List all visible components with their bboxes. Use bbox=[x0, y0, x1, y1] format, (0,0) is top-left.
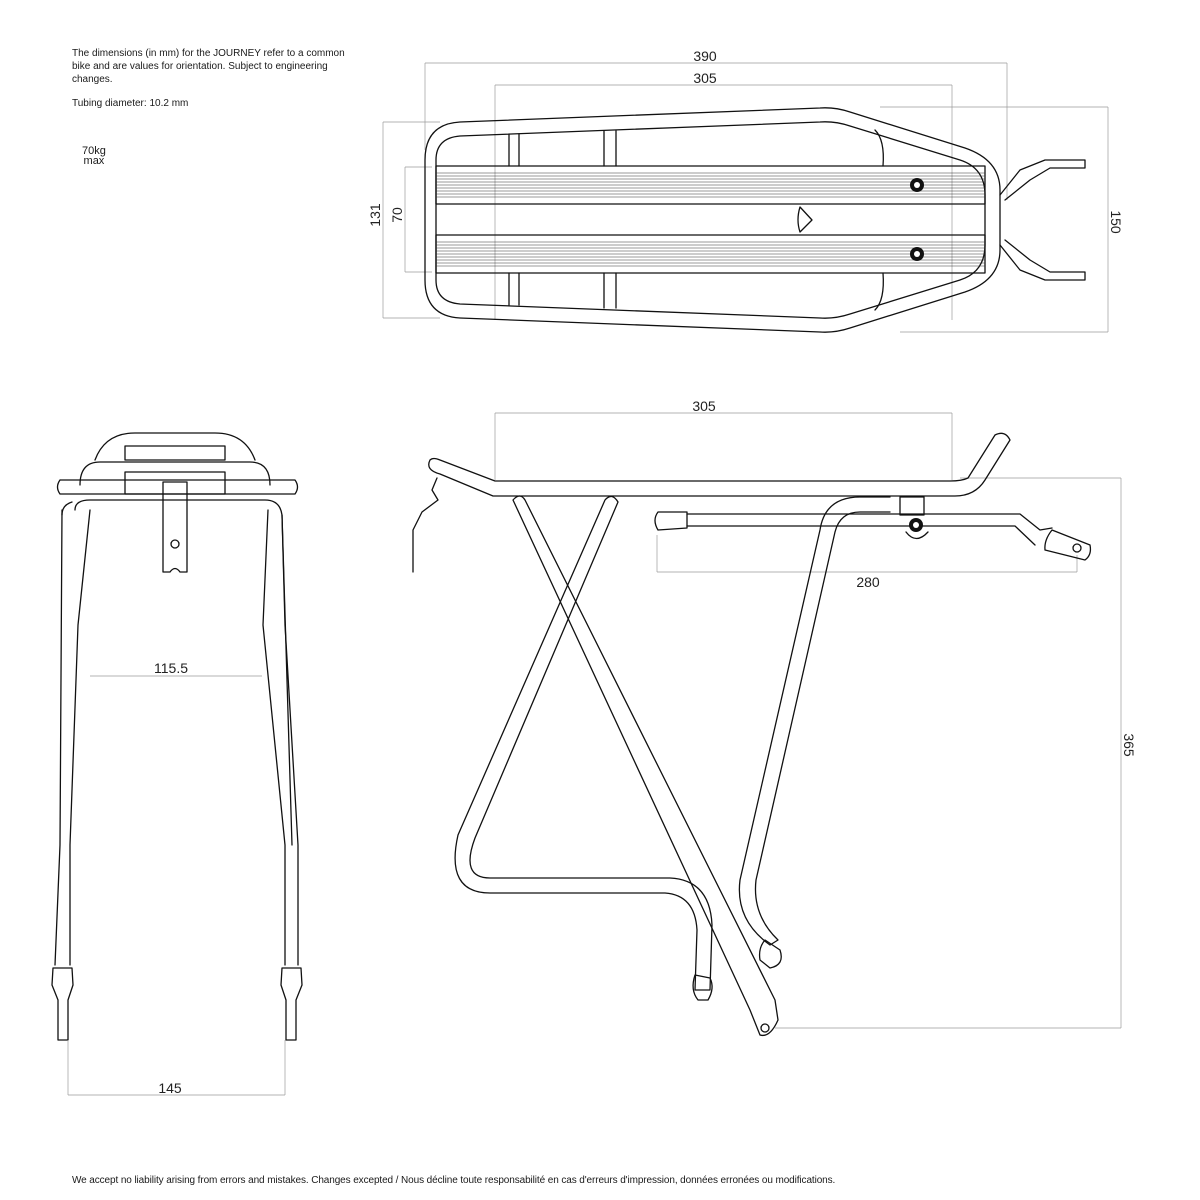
dim-foot-width: 145 bbox=[158, 1080, 182, 1096]
liability-footer: We accept no liability arising from erro… bbox=[72, 1175, 836, 1186]
dim-platform-length: 305 bbox=[693, 70, 717, 86]
dim-side-platform: 305 bbox=[692, 398, 716, 414]
reflector-icon bbox=[797, 206, 813, 233]
disclaimer-text: The dimensions (in mm) for the JOURNEY r… bbox=[72, 48, 345, 85]
tubing-diameter-text: Tubing diameter: 10.2 mm bbox=[72, 98, 189, 109]
dim-width-outer: 131 bbox=[367, 203, 383, 227]
dim-inner-width: 115.5 bbox=[154, 660, 188, 676]
dim-mount-width: 150 bbox=[1108, 210, 1124, 234]
dim-stay-length: 280 bbox=[856, 574, 880, 590]
max-load-unit: max bbox=[83, 155, 105, 167]
max-load-value: 70kg bbox=[82, 145, 106, 157]
rail-grooves bbox=[436, 172, 985, 267]
spec-notes: The dimensions (in mm) for the JOURNEY r… bbox=[72, 47, 362, 121]
side-view: 305 280 365 bbox=[412, 398, 1137, 1037]
dim-overall-length: 390 bbox=[693, 48, 717, 64]
max-load-label: 70kg max bbox=[82, 145, 106, 167]
front-view: 115.5 145 bbox=[51, 432, 303, 1096]
dim-width-inner: 70 bbox=[389, 207, 405, 223]
dim-height: 365 bbox=[1121, 733, 1137, 757]
top-view: 390 305 131 70 150 bbox=[367, 48, 1124, 333]
